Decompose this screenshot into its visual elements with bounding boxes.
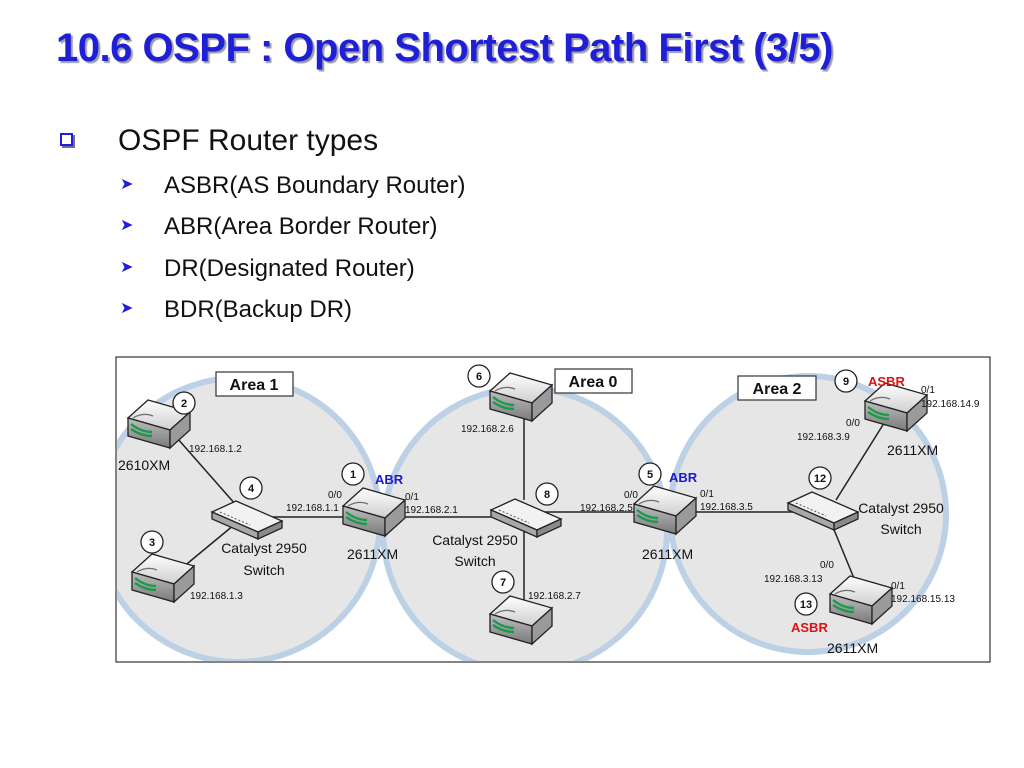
port-router-13-00: 0/0 [820, 560, 834, 571]
port-router-5-01: 0/1 [700, 489, 714, 500]
ip-router-7: 192.168.2.7 [528, 591, 581, 602]
main-bullet-text: OSPF Router types [118, 124, 379, 157]
arrow-bullet-icon: ➤ [120, 176, 134, 193]
port-router-1-00: 0/0 [328, 490, 342, 501]
model-label-router-9: 2611XM [887, 442, 938, 458]
arrow-bullet-icon: ➤ [120, 300, 134, 317]
marker-4-text: 4 [248, 483, 255, 495]
area-0-label: Area 0 [569, 374, 618, 391]
sub-bullet-text: DR(Designated Router) [164, 255, 415, 282]
marker-8-text: 8 [544, 489, 550, 501]
marker-3: 3 [140, 530, 164, 554]
marker-5-text: 5 [647, 469, 653, 481]
model-label-router-13: 2611XM [827, 640, 878, 656]
marker-2: 2 [172, 391, 196, 415]
marker-6-text: 6 [476, 371, 482, 383]
marker-7: 7 [491, 570, 515, 594]
marker-4: 4 [239, 476, 263, 500]
marker-2-text: 2 [181, 398, 187, 410]
area-1-label-box [215, 371, 294, 397]
sub-bullet-text: ABR(Area Border Router) [164, 213, 438, 240]
area-0-label-box [554, 368, 633, 394]
port-router-1-01: 0/1 [405, 492, 419, 503]
switch-4-label-line1: Catalyst 2950 [221, 540, 307, 556]
ip-router-5-01: 192.168.3.5 [700, 502, 753, 513]
abr-label-router-1: ABR [375, 472, 404, 487]
ip-router-5-00: 192.168.2.5 [580, 503, 633, 514]
switch-12-label-line2: Switch [880, 521, 921, 537]
marker-12: 12 [808, 466, 832, 490]
ip-router-13-00: 192.168.3.13 [764, 574, 823, 585]
sub-bullet-text: ASBR(AS Boundary Router) [164, 172, 466, 199]
marker-8: 8 [535, 482, 559, 506]
sub-bullet-text: BDR(Backup DR) [164, 296, 353, 323]
ip-router-3: 192.168.1.3 [190, 591, 243, 602]
area-2-label: Area 2 [753, 381, 802, 398]
marker-3-text: 3 [149, 537, 155, 549]
link-r2-switch4 [169, 429, 237, 506]
ip-router-1-00: 192.168.1.1 [286, 503, 339, 514]
port-router-5-00: 0/0 [624, 490, 638, 501]
switch-8-label-line2: Switch [454, 553, 495, 569]
marker-1-text: 1 [350, 469, 356, 481]
abr-label-router-5: ABR [669, 470, 698, 485]
marker-9: 9 [834, 369, 858, 393]
model-label-router-5: 2611XM [642, 546, 693, 562]
ip-router-9-01: 192.168.14.9 [921, 399, 980, 410]
marker-1: 1 [341, 462, 365, 486]
marker-13: 13 [794, 592, 818, 616]
switch-4-label-line2: Switch [243, 562, 284, 578]
marker-6: 6 [467, 364, 491, 388]
square-bullet-icon [60, 133, 73, 146]
marker-13-text: 13 [800, 599, 812, 611]
port-router-13-01: 0/1 [891, 581, 905, 592]
area-2-label-box [737, 375, 817, 401]
ip-router-1-01: 192.168.2.1 [405, 505, 458, 516]
arrow-bullet-icon: ➤ [120, 217, 134, 234]
marker-5: 5 [638, 462, 662, 486]
ip-router-2: 192.168.1.2 [189, 444, 242, 455]
marker-9-text: 9 [843, 376, 849, 388]
ip-router-9-00: 192.168.3.9 [797, 432, 850, 443]
ip-router-13-01: 192.168.15.13 [891, 594, 955, 605]
marker-7-text: 7 [500, 577, 506, 589]
link-switch12-r9 [835, 419, 887, 501]
model-label-router-2: 2610XM [118, 457, 170, 473]
ip-router-6: 192.168.2.6 [461, 424, 514, 435]
arrow-bullet-icon: ➤ [120, 259, 134, 276]
model-label-router-1: 2611XM [347, 546, 398, 562]
asbr-label-router-9: ASBR [868, 374, 905, 389]
area-1-label: Area 1 [230, 377, 279, 394]
switch-12-label-line1: Catalyst 2950 [858, 500, 944, 516]
switch-8-label-line1: Catalyst 2950 [432, 532, 518, 548]
marker-12-text: 12 [814, 473, 826, 485]
asbr-label-router-13: ASBR [791, 620, 828, 635]
port-router-9-01: 0/1 [921, 385, 935, 396]
slide-title: 10.6 OSPF : Open Shortest Path First (3/… [56, 26, 833, 70]
port-router-9-00: 0/0 [846, 418, 860, 429]
